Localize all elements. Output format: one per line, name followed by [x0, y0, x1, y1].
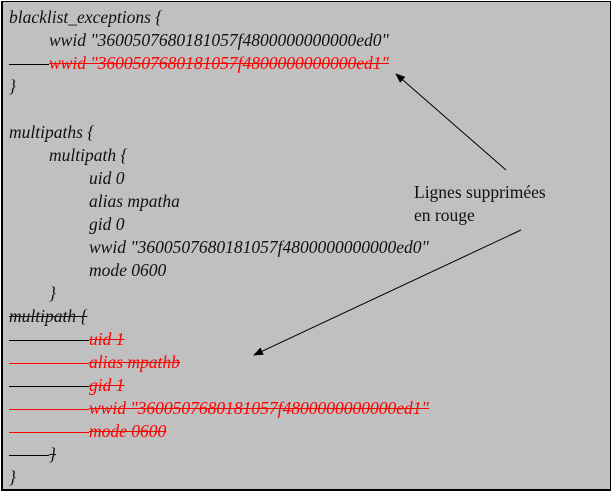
- code-text: gid 0: [89, 214, 125, 234]
- code-text: wwid "3600507680181057f4800000000000ed0": [49, 30, 389, 50]
- annotation-line: en rouge: [414, 205, 475, 225]
- code-text: gid 1: [89, 375, 125, 395]
- code-text: mode 0600: [89, 421, 167, 441]
- code-line: multipath {: [9, 144, 127, 167]
- code-line: wwid "3600507680181057f4800000000000ed0": [9, 236, 429, 259]
- code-text: uid 1: [89, 329, 125, 349]
- code-line: gid 0: [9, 213, 125, 236]
- annotation-line: Lignes supprimées: [414, 182, 546, 202]
- code-text: uid 0: [89, 168, 125, 188]
- code-line: uid 0: [9, 167, 125, 190]
- deleted-code-line: uid 1: [9, 328, 125, 351]
- code-line: multipaths {: [9, 122, 95, 142]
- code-text: }: [49, 283, 56, 303]
- code-line: }: [9, 282, 56, 305]
- code-line: wwid "3600507680181057f4800000000000ed0": [9, 29, 389, 52]
- deleted-code-line: multipath {: [9, 306, 88, 326]
- deleted-code-line: gid 1: [9, 374, 125, 397]
- deleted-code-line: mode 0600: [9, 420, 166, 443]
- code-text: wwid "3600507680181057f4800000000000ed1": [89, 398, 429, 418]
- code-line: mode 0600: [9, 259, 166, 282]
- code-text: alias mpathb: [89, 352, 180, 372]
- code-text: multipath {: [49, 145, 128, 165]
- arrow-icon: [395, 73, 507, 171]
- arrow-icon: [253, 229, 522, 356]
- code-line: }: [9, 76, 16, 96]
- code-text: mode 0600: [89, 260, 167, 280]
- code-text: wwid "3600507680181057f4800000000000ed1": [49, 53, 389, 73]
- code-text: wwid "3600507680181057f4800000000000ed0": [89, 237, 429, 257]
- code-line: }: [9, 467, 16, 487]
- deleted-code-line: wwid "3600507680181057f4800000000000ed1": [9, 397, 429, 420]
- code-line: blacklist_exceptions {: [9, 7, 163, 27]
- deleted-code-line: }: [9, 443, 56, 466]
- code-line: alias mpatha: [9, 190, 180, 213]
- code-text: }: [49, 444, 56, 464]
- code-text: alias mpatha: [89, 191, 180, 211]
- deleted-code-line: alias mpathb: [9, 351, 180, 374]
- deleted-code-line: wwid "3600507680181057f4800000000000ed1": [9, 52, 389, 75]
- annotation: Lignes supprimées en rouge: [414, 181, 546, 227]
